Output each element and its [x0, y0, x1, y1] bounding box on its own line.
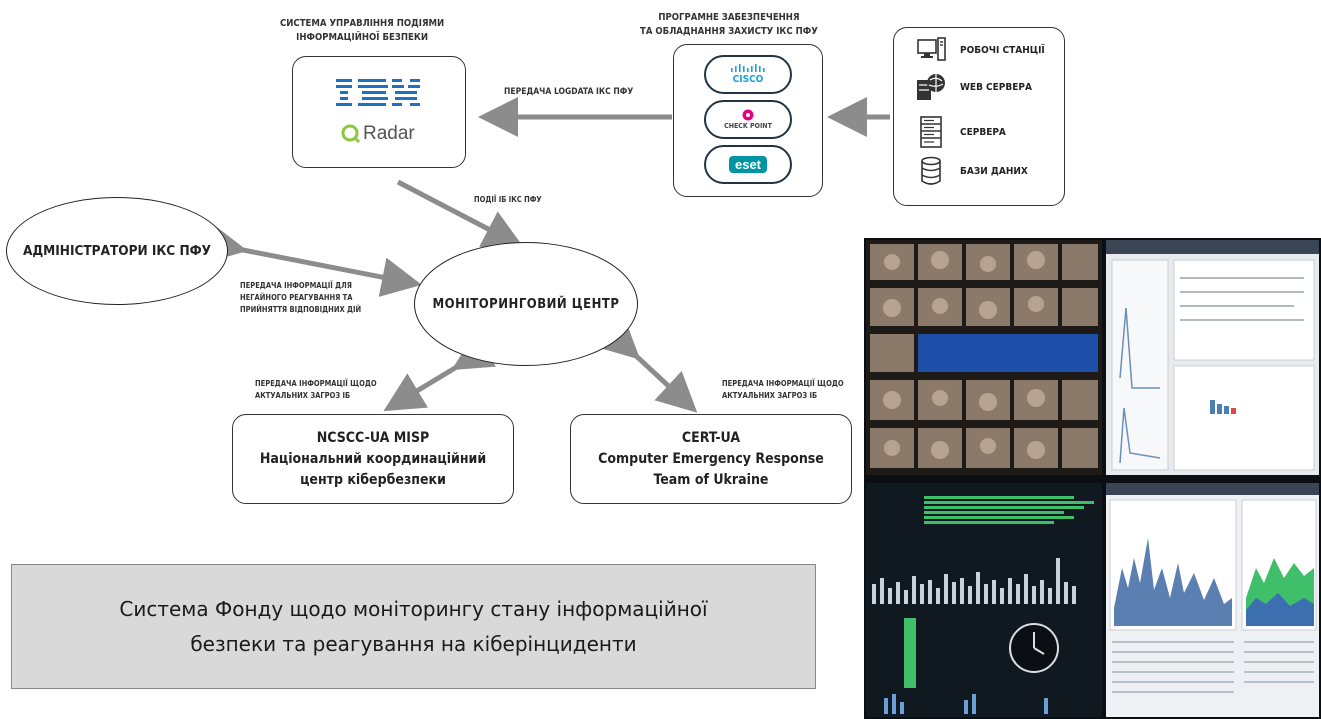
arrow-monitoring-admins: [204, 223, 422, 297]
eset-logo: eset: [704, 145, 792, 184]
workstation-icon: [917, 37, 946, 61]
admins-node: АДМІНІСТРАТОРИ ІКС ПФУ: [6, 197, 228, 305]
protection-box: CISCO CHECK POINT eset: [673, 44, 823, 197]
caption-box: Система Фонду щодо моніторингу стану інф…: [11, 564, 816, 689]
qradar-q-icon: [341, 124, 361, 144]
video-wall-illustration: [864, 238, 1321, 719]
protection-header: ПРОГРАМНЕ ЗАБЕЗПЕЧЕННЯ ТА ОБЛАДНАННЯ ЗАХ…: [640, 12, 818, 37]
arrow-monitoring-ncscc: [383, 332, 497, 412]
checkpoint-icon: [742, 109, 754, 121]
siem-box: Radar: [292, 56, 466, 168]
cert-box: CERT-UA Computer Emergency Response Team…: [570, 414, 852, 504]
database-icon: [921, 156, 941, 185]
ibm-logo-icon: [336, 79, 420, 106]
siem-header: СИСТЕМА УПРАВЛІННЯ ПОДІЯМИ ІНФОРМАЦІЙНОЇ…: [280, 18, 445, 43]
ncscc-box: NCSCC-UA MISP Національний координаційни…: [232, 414, 514, 504]
checkpoint-logo: CHECK POINT: [704, 100, 792, 139]
caption-line-1: Система Фонду щодо моніторингу стану інф…: [119, 596, 708, 621]
flow-logdata-label: ПЕРЕДАЧА LOGDATA ІКС ПФУ: [504, 87, 634, 97]
monitoring-wall-photo: [864, 238, 1321, 719]
cisco-bars-icon: [731, 64, 765, 72]
cisco-logo: CISCO: [704, 55, 792, 94]
arrow-siem-to-monitoring: [396, 179, 524, 248]
flow-events-label: ПОДІЇ ІБ ІКС ПФУ: [474, 195, 542, 204]
asset-databases: БАЗИ ДАНИХ: [920, 156, 1028, 186]
arrow-monitoring-cert: [597, 317, 698, 413]
qradar-logo: Radar: [341, 123, 415, 145]
asset-web-servers: WEB СЕРВЕРА: [916, 72, 1032, 102]
web-server-icon: [917, 74, 945, 100]
assets-box: РОБОЧІ СТАНЦІЇ WEB СЕРВЕРА СЕРВЕРА БАЗИ …: [893, 27, 1065, 206]
asset-workstations: РОБОЧІ СТАНЦІЇ: [916, 36, 1045, 64]
ibm-logo: [293, 77, 465, 113]
qradar-wordmark: Radar: [363, 123, 415, 144]
server-icon: [920, 116, 942, 148]
caption-line-2: безпеки та реагування на кіберінциденти: [190, 631, 637, 656]
asset-servers: СЕРВЕРА: [920, 116, 1006, 148]
monitoring-center-node: МОНІТОРИНГОВИЙ ЦЕНТР: [414, 242, 638, 366]
